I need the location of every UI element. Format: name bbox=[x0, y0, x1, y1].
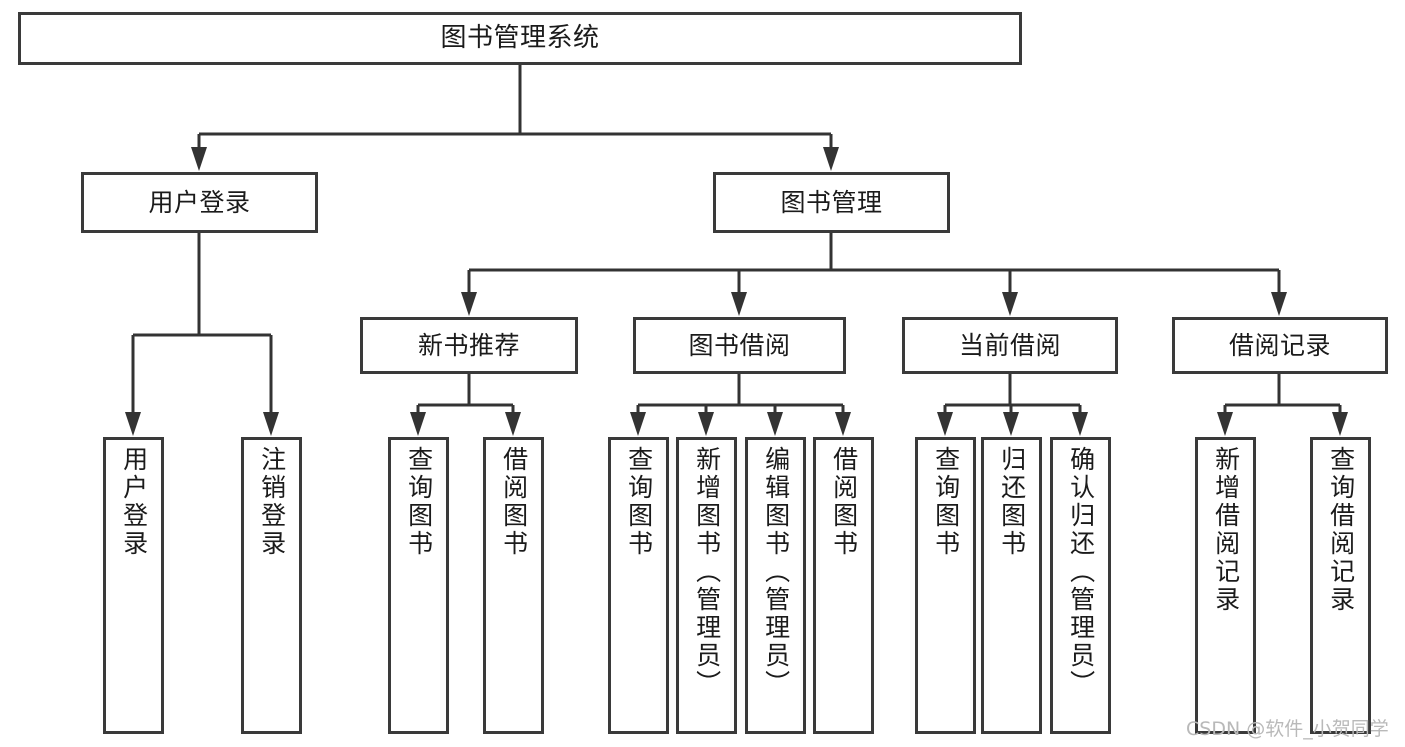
leaf-book-borrow-edit-book-admin[interactable]: 编辑图书（管理员） bbox=[745, 437, 806, 734]
arrowhead-l2-book-borrow bbox=[731, 292, 747, 316]
arrowhead-leaf-user-login-0 bbox=[125, 412, 141, 436]
node-label: 归还图书 bbox=[997, 446, 1027, 558]
node-label: 查询图书 bbox=[404, 446, 434, 558]
arrowhead-leaf-book-borrow-1 bbox=[698, 412, 714, 436]
node-label: 借阅图书 bbox=[499, 446, 529, 558]
arrowhead-leaf-current-borrow-0 bbox=[937, 412, 953, 436]
node-label: 用户登录 bbox=[119, 446, 149, 558]
node-label: 图书管理 bbox=[780, 187, 883, 217]
node-label: 查询借阅记录 bbox=[1326, 446, 1356, 614]
arrowhead-leaf-borrow-record-0 bbox=[1217, 412, 1233, 436]
arrowhead-leaf-current-borrow-1 bbox=[1003, 412, 1019, 436]
node-label: 新增借阅记录 bbox=[1211, 446, 1241, 614]
leaf-book-borrow-query-book[interactable]: 查询图书 bbox=[608, 437, 669, 734]
leaf-current-borrow-return-book[interactable]: 归还图书 bbox=[981, 437, 1042, 734]
node-label: 当前借阅 bbox=[958, 330, 1061, 360]
leaf-new-book-query-book[interactable]: 查询图书 bbox=[388, 437, 449, 734]
arrowhead-user-login bbox=[191, 147, 207, 171]
leaf-borrow-record-add-record[interactable]: 新增借阅记录 bbox=[1195, 437, 1256, 734]
node-label: 新增图书（管理员） bbox=[692, 446, 722, 698]
arrowhead-leaf-current-borrow-2 bbox=[1072, 412, 1088, 436]
leaf-new-book-borrow-book[interactable]: 借阅图书 bbox=[483, 437, 544, 734]
node-label: 确认归还（管理员） bbox=[1066, 446, 1096, 698]
arrowhead-l2-current-borrow bbox=[1002, 292, 1018, 316]
leaf-book-borrow-add-book-admin[interactable]: 新增图书（管理员） bbox=[676, 437, 737, 734]
arrowhead-l2-borrow-record bbox=[1271, 292, 1287, 316]
node-label: 借阅图书 bbox=[829, 446, 859, 558]
node-label: 用户登录 bbox=[148, 187, 251, 217]
arrowhead-leaf-new-book-0 bbox=[410, 412, 426, 436]
node-label: 编辑图书（管理员） bbox=[761, 446, 791, 698]
watermark-text: CSDN @软件_小贺同学 bbox=[1186, 718, 1389, 740]
node-label: 查询图书 bbox=[931, 446, 961, 558]
leaf-user-login-login[interactable]: 用户登录 bbox=[103, 437, 164, 734]
leaf-user-login-logout[interactable]: 注销登录 bbox=[241, 437, 302, 734]
arrowhead-leaf-book-borrow-3 bbox=[835, 412, 851, 436]
node-new-book-recommend[interactable]: 新书推荐 bbox=[360, 317, 578, 374]
node-label: 图书管理系统 bbox=[440, 22, 600, 53]
node-label: 查询图书 bbox=[624, 446, 654, 558]
arrowhead-leaf-borrow-record-1 bbox=[1332, 412, 1348, 436]
node-borrow-record[interactable]: 借阅记录 bbox=[1172, 317, 1388, 374]
leaf-book-borrow-borrow-book[interactable]: 借阅图书 bbox=[813, 437, 874, 734]
arrowhead-book-mgmt bbox=[823, 147, 839, 171]
leaf-borrow-record-query-record[interactable]: 查询借阅记录 bbox=[1310, 437, 1371, 734]
arrowhead-leaf-user-login-1 bbox=[263, 412, 279, 436]
node-book-borrow[interactable]: 图书借阅 bbox=[633, 317, 846, 374]
node-label: 图书借阅 bbox=[688, 330, 791, 360]
arrowhead-leaf-book-borrow-2 bbox=[767, 412, 783, 436]
arrowhead-leaf-book-borrow-0 bbox=[630, 412, 646, 436]
node-label: 注销登录 bbox=[257, 446, 287, 558]
node-current-borrow[interactable]: 当前借阅 bbox=[902, 317, 1118, 374]
arrowhead-leaf-new-book-1 bbox=[505, 412, 521, 436]
node-label: 借阅记录 bbox=[1228, 330, 1331, 360]
node-label: 新书推荐 bbox=[417, 330, 520, 360]
node-user-login[interactable]: 用户登录 bbox=[81, 172, 318, 233]
arrowhead-l2-new-book bbox=[461, 292, 477, 316]
node-root-book-management-system[interactable]: 图书管理系统 bbox=[18, 12, 1022, 65]
leaf-current-borrow-query-book[interactable]: 查询图书 bbox=[915, 437, 976, 734]
node-book-management[interactable]: 图书管理 bbox=[713, 172, 950, 233]
leaf-current-borrow-confirm-return-admin[interactable]: 确认归还（管理员） bbox=[1050, 437, 1111, 734]
